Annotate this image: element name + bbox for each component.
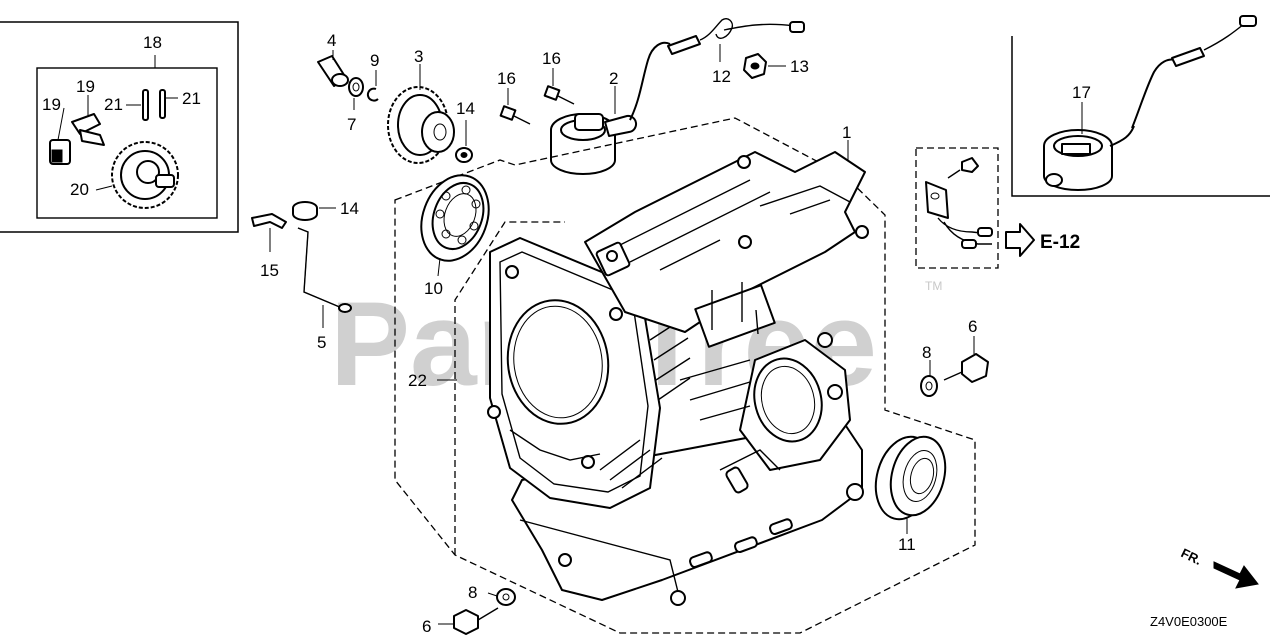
leader-8b: [487, 592, 498, 597]
part-8-washer-bottom[interactable]: [496, 588, 516, 606]
part-15-clip[interactable]: [251, 213, 287, 229]
part-2-oil-sensor[interactable]: [550, 41, 671, 175]
callout-22: 22: [408, 371, 427, 390]
part-13-nut[interactable]: [743, 53, 767, 79]
diagram-code: Z4V0E0300E: [1150, 614, 1228, 629]
callout-9: 9: [370, 51, 379, 70]
switch-bracket-part[interactable]: [925, 157, 993, 249]
front-label: FR.: [1179, 545, 1204, 568]
governor-inner-frame: [36, 67, 218, 219]
callout-12: 12: [712, 67, 731, 86]
callout-16b: 16: [542, 49, 561, 68]
callout-2: 2: [609, 69, 618, 88]
callout-18: 18: [143, 33, 162, 52]
callout-7: 7: [347, 115, 356, 134]
callout-5: 5: [317, 333, 326, 352]
part-14-washer-top[interactable]: [455, 147, 473, 163]
callout-14b: 14: [340, 199, 359, 218]
callout-6a: 6: [968, 317, 977, 336]
front-arrow-icon: [1213, 561, 1259, 589]
part-17-oil-sensor-assembly[interactable]: [1043, 15, 1257, 191]
callout-19b: 19: [76, 77, 95, 96]
part-8-washer-right[interactable]: [920, 375, 938, 397]
callout-21b: 21: [182, 89, 201, 108]
watermark-trademark: TM: [925, 279, 942, 293]
part-6-bolt-right[interactable]: [943, 353, 989, 383]
callout-13: 13: [790, 57, 809, 76]
callout-4: 4: [327, 31, 336, 50]
callout-21a: 21: [104, 95, 123, 114]
callout-8b: 8: [468, 583, 477, 602]
callout-6b: 6: [422, 617, 431, 636]
leader-10: [437, 257, 441, 277]
part-7-washer[interactable]: [348, 77, 364, 97]
leader-20: [95, 185, 113, 191]
leader-19a: [57, 107, 65, 141]
front-direction-marker: FR.: [1179, 545, 1259, 589]
governor-pin-part[interactable]: [142, 89, 166, 121]
callout-14a: 14: [456, 99, 475, 118]
part-12-cable[interactable]: [667, 18, 805, 55]
callout-17: 17: [1072, 83, 1091, 102]
callout-10: 10: [424, 279, 443, 298]
callout-15: 15: [260, 261, 279, 280]
sensor-assembly-frame: [1011, 36, 1270, 197]
part-3-gear[interactable]: [387, 86, 455, 164]
part-9-clip[interactable]: [366, 87, 379, 102]
part-16-bolt-b[interactable]: [543, 85, 575, 105]
part-6-bolt-bottom[interactable]: [453, 607, 499, 635]
governor-gear-part[interactable]: [111, 141, 179, 209]
governor-outer-frame: [0, 21, 239, 233]
part-11-oil-seal[interactable]: [867, 430, 953, 526]
callout-1: 1: [842, 123, 851, 142]
crankcase-inner-outline: [454, 221, 565, 555]
reference-label[interactable]: E-12: [1040, 232, 1080, 253]
reference-arrow[interactable]: E-12: [1005, 223, 1080, 257]
part-4-plug[interactable]: [317, 55, 349, 87]
switch-dashed-frame: [915, 147, 999, 269]
part-5-breather-tube[interactable]: [297, 227, 352, 313]
callout-11: 11: [898, 535, 916, 554]
part-14-washer-left[interactable]: [292, 201, 318, 221]
governor-weight-part[interactable]: [49, 113, 105, 165]
governor-assembly-group[interactable]: 18 19 19 21 21 20: [0, 21, 239, 233]
part-10-bearing[interactable]: [410, 166, 500, 271]
part-22-crankcase[interactable]: [487, 151, 869, 606]
callout-20: 20: [70, 180, 89, 199]
callout-19a: 19: [42, 95, 61, 114]
callout-8a: 8: [922, 343, 931, 362]
part-16-bolt-a[interactable]: [499, 105, 531, 125]
callout-16a: 16: [497, 69, 516, 88]
crankcase-assembly-outline: [394, 117, 976, 634]
callout-3: 3: [414, 47, 423, 66]
